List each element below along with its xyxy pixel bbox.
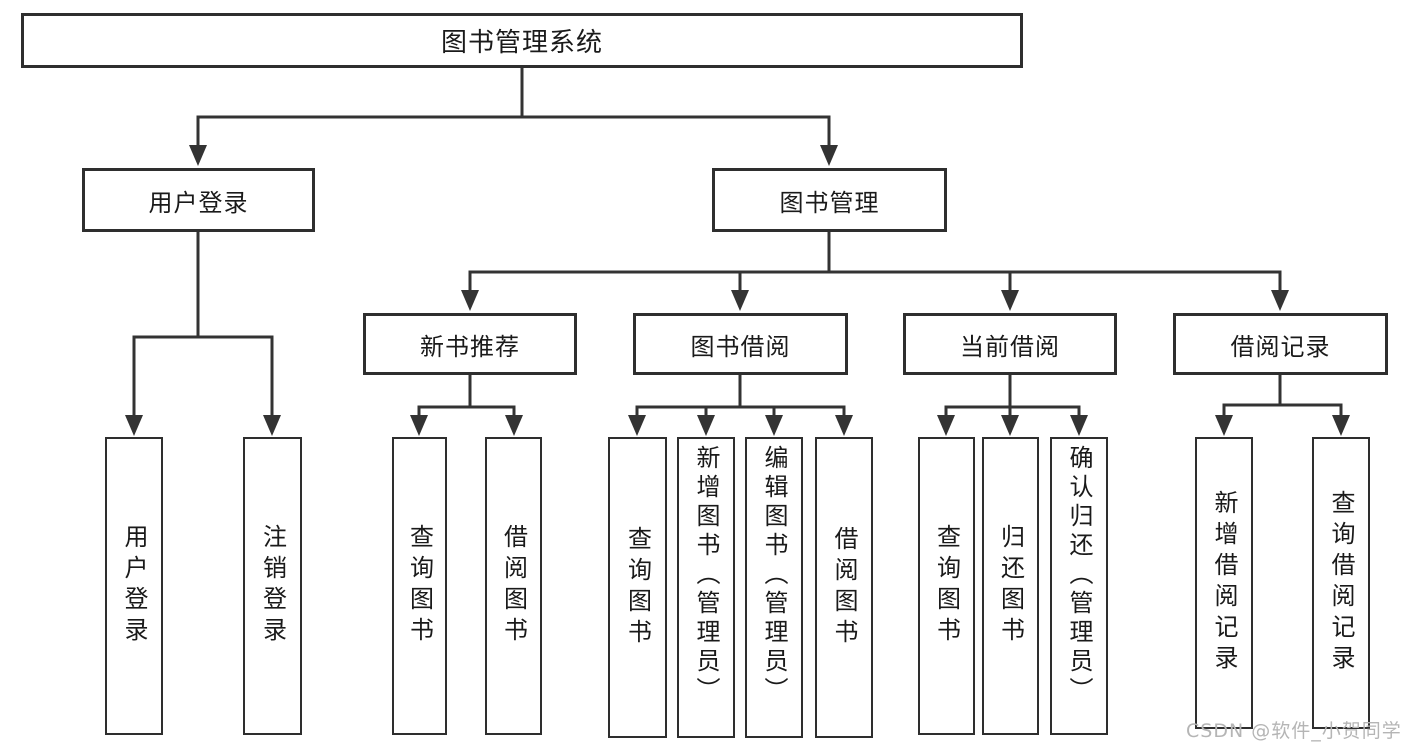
connector-borrow-records-children xyxy=(1215,375,1350,436)
node-user-login: 用户登录 xyxy=(82,168,315,232)
node-leaf-return-books-label: 归还图书 xyxy=(996,524,1025,648)
connector-current-borrow-children xyxy=(937,375,1088,436)
node-book-mgmt: 图书管理 xyxy=(712,168,947,232)
node-leaf-borrow-books-label: 借阅图书 xyxy=(830,525,858,650)
node-leaf-user-login: 用户登录 xyxy=(105,437,163,735)
node-leaf-return-books: 归还图书 xyxy=(982,437,1039,735)
node-leaf-query-borrow-record-label: 查询借阅记录 xyxy=(1327,490,1355,676)
node-new-book-rec: 新书推荐 xyxy=(363,313,577,375)
node-leaf-query-books-current: 查询图书 xyxy=(918,437,975,735)
node-leaf-add-books-admin-label: 新增图书（管理员） xyxy=(692,445,720,706)
connector-user-login-children xyxy=(125,232,281,436)
csdn-watermark: CSDN @软件_小贺同学 xyxy=(1186,720,1402,742)
node-leaf-logout: 注销登录 xyxy=(243,437,302,735)
connector-book-borrow-children xyxy=(628,375,853,436)
node-leaf-confirm-return-admin: 确认归还（管理员） xyxy=(1050,437,1108,735)
connector-new-book-rec-children xyxy=(410,375,523,436)
node-leaf-borrow-books-rec: 借阅图书 xyxy=(485,437,542,735)
node-book-borrow: 图书借阅 xyxy=(633,313,848,375)
node-leaf-logout-label: 注销登录 xyxy=(258,524,287,648)
node-current-borrow-label: 当前借阅 xyxy=(960,332,1060,361)
node-leaf-query-books-borrow-label: 查询图书 xyxy=(623,525,652,650)
node-leaf-query-borrow-record: 查询借阅记录 xyxy=(1312,437,1370,729)
node-book-mgmt-label: 图书管理 xyxy=(779,188,880,217)
node-book-borrow-label: 图书借阅 xyxy=(690,332,791,361)
node-leaf-add-borrow-record: 新增借阅记录 xyxy=(1195,437,1253,729)
node-leaf-confirm-return-admin-label: 确认归还（管理员） xyxy=(1065,445,1093,706)
node-leaf-borrow-books: 借阅图书 xyxy=(815,437,873,738)
node-leaf-edit-books-admin: 编辑图书（管理员） xyxy=(745,437,803,738)
node-leaf-query-books-borrow: 查询图书 xyxy=(608,437,667,738)
node-leaf-query-books-rec-label: 查询图书 xyxy=(405,524,434,648)
node-leaf-borrow-books-rec-label: 借阅图书 xyxy=(499,524,528,648)
node-root-label: 图书管理系统 xyxy=(440,28,603,58)
node-root: 图书管理系统 xyxy=(21,13,1023,68)
node-user-login-label: 用户登录 xyxy=(148,188,249,217)
node-borrow-records-label: 借阅记录 xyxy=(1230,332,1331,361)
node-leaf-user-login-label: 用户登录 xyxy=(120,524,148,648)
node-new-book-rec-label: 新书推荐 xyxy=(420,332,520,361)
node-leaf-query-books-rec: 查询图书 xyxy=(392,437,447,735)
node-leaf-add-books-admin: 新增图书（管理员） xyxy=(677,437,735,738)
node-leaf-edit-books-admin-label: 编辑图书（管理员） xyxy=(760,445,788,706)
node-leaf-add-borrow-record-label: 新增借阅记录 xyxy=(1210,490,1238,676)
connector-book-mgmt-children xyxy=(461,232,1289,311)
node-borrow-records: 借阅记录 xyxy=(1173,313,1388,375)
node-leaf-query-books-current-label: 查询图书 xyxy=(932,524,961,648)
connector-root-to-level2 xyxy=(189,68,838,166)
node-current-borrow: 当前借阅 xyxy=(903,313,1117,375)
